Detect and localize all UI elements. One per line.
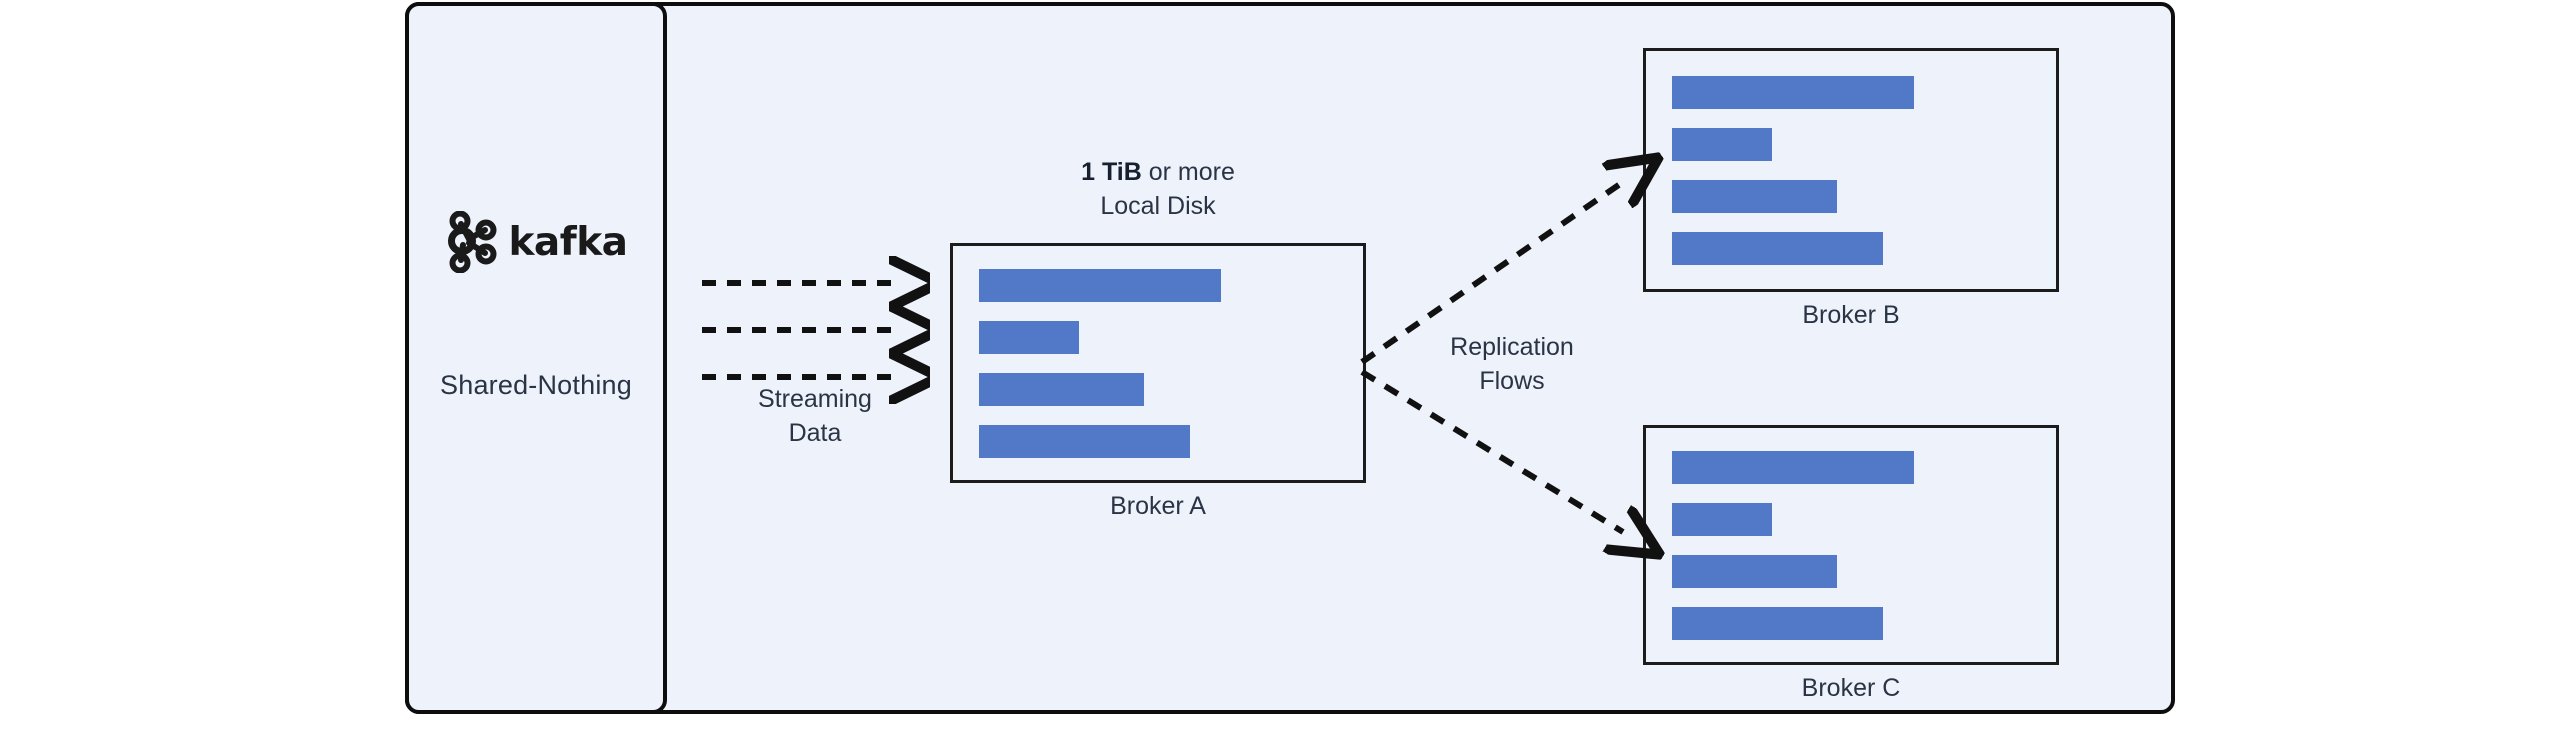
shared-nothing-panel: kafka Shared-Nothing: [405, 2, 667, 714]
broker-c-box: [1643, 425, 2059, 665]
broker-b-bar-2: [1672, 127, 1772, 161]
broker-b-bar-1: [1672, 75, 1914, 109]
kafka-logo: kafka: [409, 211, 663, 273]
local-disk-caption: 1 TiB or more Local Disk: [950, 155, 1366, 223]
disk-type-line: Local Disk: [1100, 192, 1216, 220]
kafka-mark-icon: [447, 211, 496, 273]
streaming-data-caption: Streaming Data: [690, 382, 940, 450]
disk-capacity-value: 1 TiB: [1081, 158, 1142, 186]
broker-b-label: Broker B: [1802, 301, 1900, 329]
broker-a-box: [950, 243, 1366, 483]
broker-c-bar-4: [1672, 606, 1884, 640]
shared-nothing-label: Shared-Nothing: [440, 370, 632, 400]
kafka-wordmark: kafka: [508, 219, 628, 265]
streaming-caption-line-1: Streaming: [758, 385, 872, 413]
replication-caption-line-2: Flows: [1479, 367, 1545, 395]
broker-a-bars: [953, 246, 1363, 480]
replication-flows-caption: Replication Flows: [1402, 330, 1622, 398]
broker-c-bar-2: [1672, 502, 1772, 536]
broker-b-box: [1643, 48, 2059, 292]
broker-a-bar-1: [979, 268, 1221, 302]
streaming-caption-line-2: Data: [788, 419, 842, 447]
broker-a-bar-2: [979, 320, 1079, 354]
disk-capacity-line: 1 TiB or more: [950, 155, 1366, 189]
replication-caption-line-1: Replication: [1450, 333, 1574, 361]
broker-c-bar-1: [1672, 450, 1914, 484]
disk-capacity-suffix: or more: [1141, 158, 1235, 186]
broker-b-bar-3: [1672, 179, 1838, 213]
broker-a-bar-3: [979, 372, 1145, 406]
broker-a-label: Broker A: [1110, 492, 1206, 520]
broker-c-bar-3: [1672, 554, 1838, 588]
streaming-data-arrows: [702, 255, 930, 485]
broker-c-bars: [1646, 428, 2056, 662]
broker-b-bar-4: [1672, 231, 1884, 265]
broker-b-bars: [1646, 51, 2056, 289]
broker-a-bar-4: [979, 424, 1191, 458]
broker-c-label: Broker C: [1801, 674, 1901, 702]
